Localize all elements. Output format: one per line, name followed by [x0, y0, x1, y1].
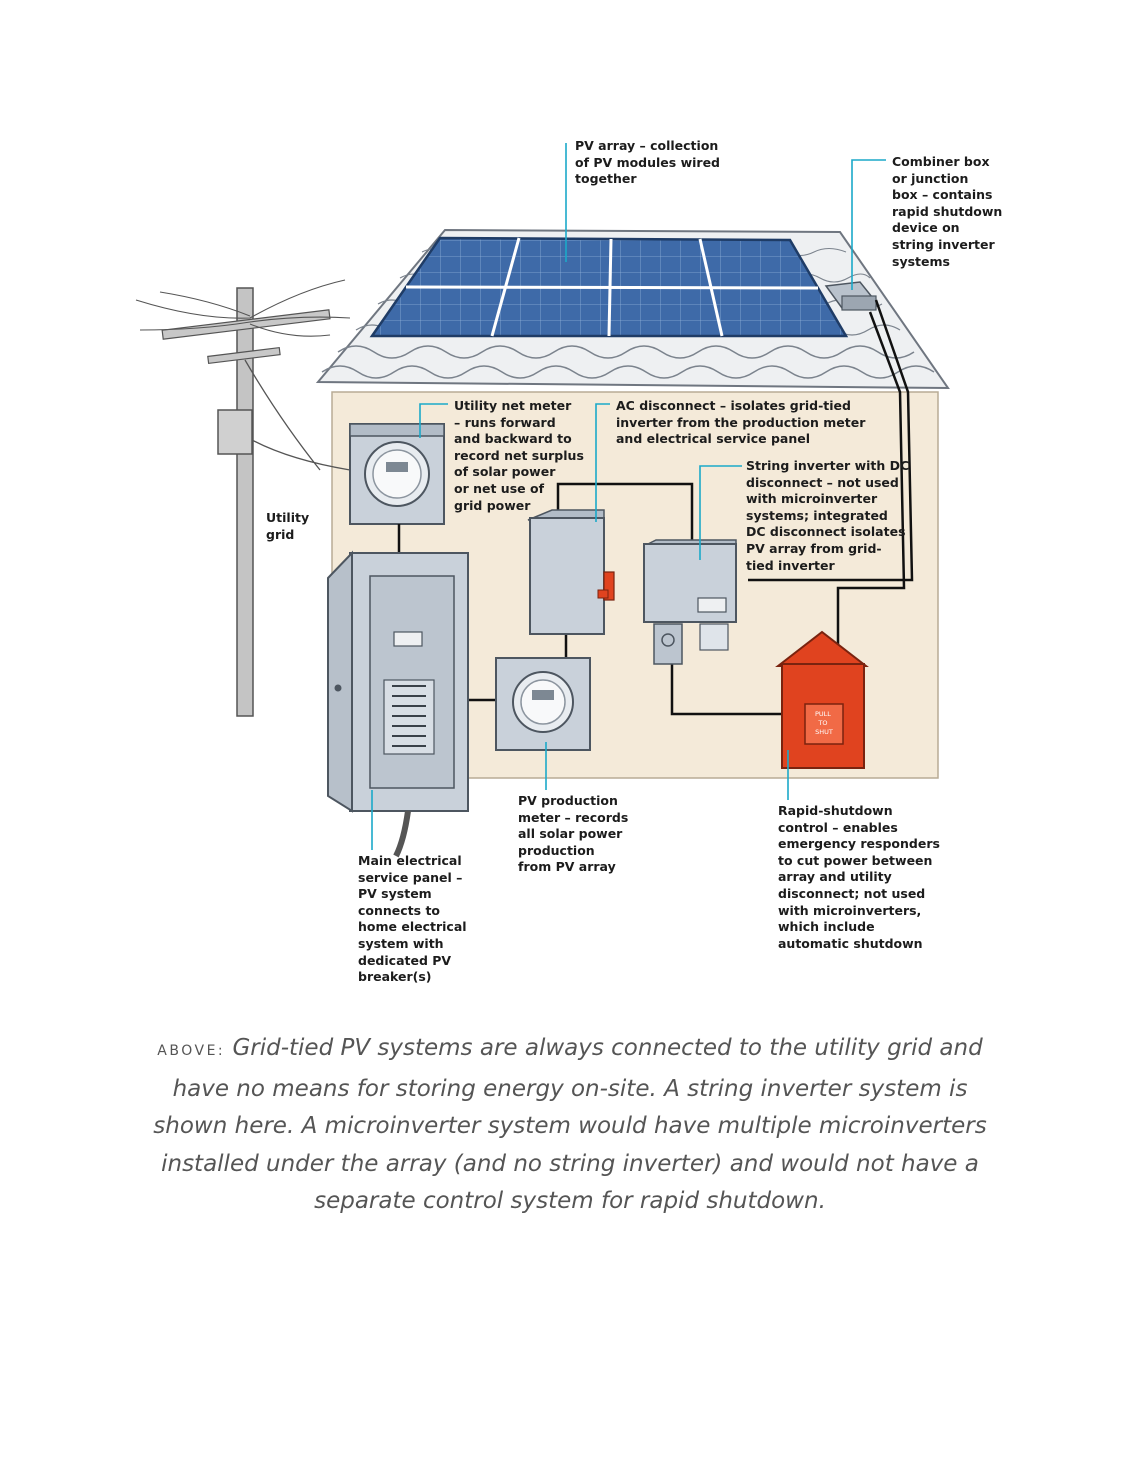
leader-lines — [371, 143, 886, 850]
wiring — [397, 482, 786, 716]
figure-caption: ABOVE: Grid-tied PV systems are always c… — [150, 1030, 990, 1221]
label-ac-disconnect: AC disconnect – isolates grid-tied inver… — [616, 398, 866, 447]
label-main-service-panel: Main electrical service panel – PV syste… — [358, 853, 467, 985]
ac-disconnect — [527, 509, 615, 635]
label-combiner-box: Combiner box or junction box – contains … — [892, 154, 1003, 269]
caption-lead: ABOVE: — [157, 1043, 226, 1059]
pv-array — [369, 236, 849, 338]
string-inverter — [643, 539, 737, 665]
label-pv-production-meter: PV production meter – records all solar … — [518, 793, 629, 875]
pv-system-diagram: PULL TO SHUT — [135, 143, 950, 858]
shutdown-box-text: PULL TO SHUT — [815, 710, 833, 736]
utility-pole — [135, 279, 351, 717]
label-rapid-shutdown: Rapid-shutdown control – enables emergen… — [778, 803, 940, 951]
main-service-panel — [327, 550, 469, 858]
pv-production-meter — [495, 657, 591, 751]
label-string-inverter: String inverter with DC disconnect – not… — [746, 458, 910, 573]
label-utility-grid: Utility grid — [266, 510, 310, 542]
combiner-box — [748, 281, 914, 648]
caption-text: Grid-tied PV systems are always connecte… — [153, 1035, 987, 1214]
label-pv-array: PV array – collection of PV modules wire… — [575, 138, 721, 187]
utility-net-meter — [349, 423, 445, 525]
label-utility-net-meter: Utility net meter – runs forward and bac… — [454, 398, 584, 513]
rapid-shutdown-control: PULL TO SHUT — [775, 630, 869, 769]
